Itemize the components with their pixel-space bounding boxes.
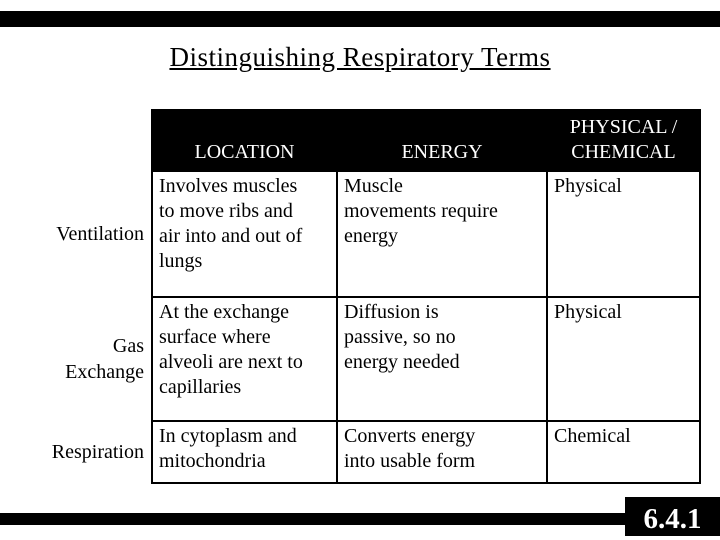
header-spacer-cell (40, 110, 152, 171)
cell-ventilation-energy: Muscle movements require energy (336, 170, 548, 298)
slide-number-box: 6.4.1 (625, 497, 720, 536)
table-row-respiration: Respiration In cytoplasm and mitochondri… (40, 420, 701, 484)
row-label-gas-exchange: Gas Exchange (65, 335, 144, 383)
cell-gas-exchange-physical-chemical: Physical (546, 296, 701, 422)
table-header-row: LOCATION ENERGY PHYSICAL / CHEMICAL (40, 109, 701, 172)
respiratory-terms-table: LOCATION ENERGY PHYSICAL / CHEMICAL Vent… (40, 109, 701, 484)
row-label-ventilation: Ventilation (56, 223, 144, 245)
cell-respiration-physical-chemical: Chemical (546, 420, 701, 484)
column-header-location: LOCATION (151, 109, 338, 172)
table-row-gas-exchange: Gas Exchange At the exchange surface whe… (40, 296, 701, 422)
column-header-physical-chemical: PHYSICAL / CHEMICAL (546, 109, 701, 172)
bottom-divider-bar (0, 513, 720, 525)
column-header-energy: ENERGY (336, 109, 548, 172)
respiratory-terms-table-wrap: LOCATION ENERGY PHYSICAL / CHEMICAL Vent… (40, 109, 701, 484)
cell-respiration-location: In cytoplasm and mitochondria (151, 420, 338, 484)
cell-ventilation-location: Involves muscles to move ribs and air in… (151, 170, 338, 298)
slide-number: 6.4.1 (643, 503, 702, 535)
cell-gas-exchange-energy: Diffusion is passive, so no energy neede… (336, 296, 548, 422)
cell-gas-exchange-location: At the exchange surface where alveoli ar… (151, 296, 338, 422)
slide-title: Distinguishing Respiratory Terms (169, 42, 551, 72)
top-divider-bar (0, 11, 720, 27)
row-label-respiration: Respiration (51, 441, 144, 463)
table-row-ventilation: Ventilation Involves muscles to move rib… (40, 170, 701, 298)
cell-respiration-energy: Converts energy into usable form (336, 420, 548, 484)
cell-ventilation-physical-chemical: Physical (546, 170, 701, 298)
